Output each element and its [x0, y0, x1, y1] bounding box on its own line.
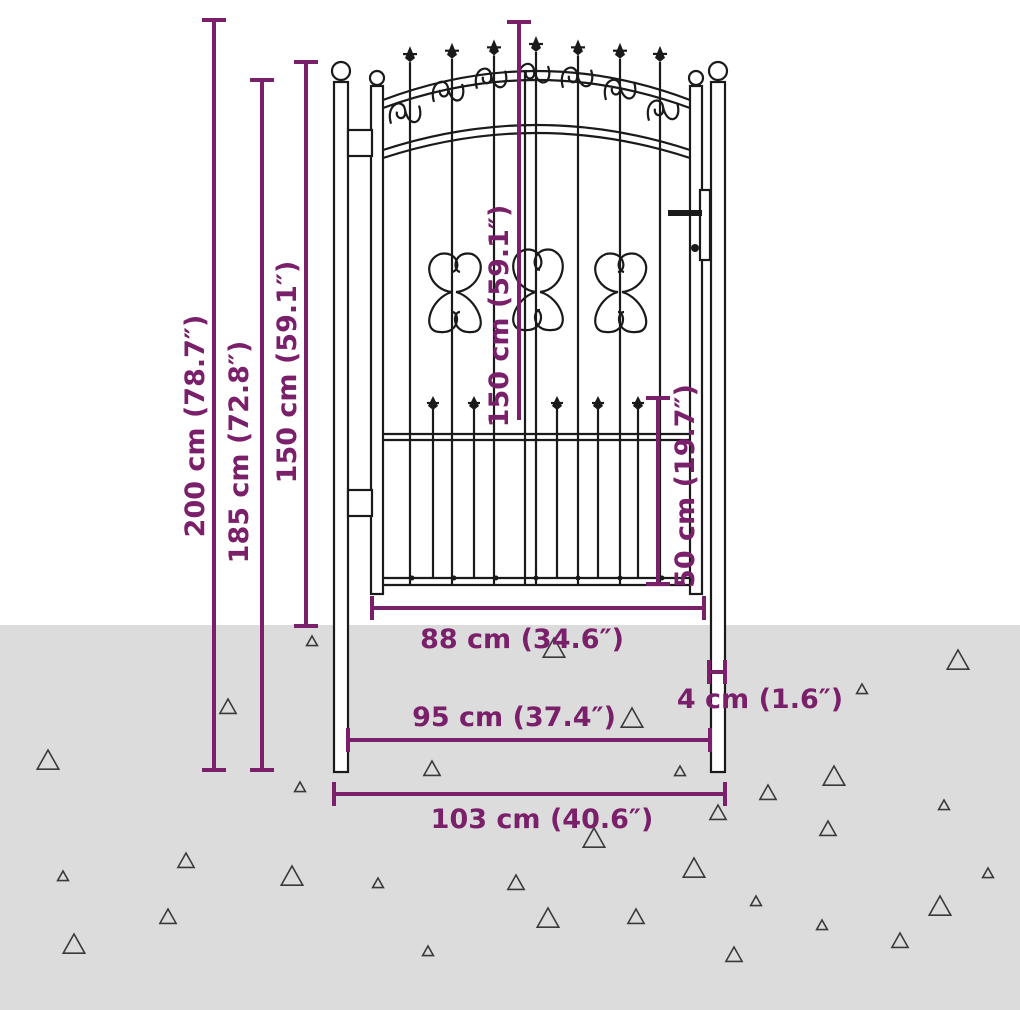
lower-hinge: [346, 488, 374, 518]
label-opening-width: 95 cm (37.4″): [412, 702, 616, 733]
right-post-finial: [707, 60, 729, 82]
label-side-height: 150 cm (59.1″): [272, 261, 303, 484]
label-lower-height: 50 cm (19.7″): [670, 384, 701, 588]
keyhole: [691, 244, 699, 252]
middle-scrollwork: [428, 248, 648, 334]
label-post-width: 4 cm (1.6″): [677, 684, 843, 715]
label-gate-height: 185 cm (72.8″): [224, 341, 255, 564]
ground-pebbles: [35, 634, 995, 963]
label-total-height: 200 cm (78.7″): [180, 315, 211, 538]
gate-right-stile-ball: [687, 69, 705, 87]
upper-hinge: [346, 128, 374, 158]
arch-scrollwork: [388, 62, 680, 124]
right-post: [709, 80, 727, 774]
gate-bars: [403, 36, 667, 585]
dimension-lines: [202, 18, 727, 806]
left-post-finial: [330, 60, 352, 82]
gate-illustration: [330, 36, 729, 774]
label-overall-width: 103 cm (40.6″): [431, 804, 654, 835]
door-handle: [668, 210, 702, 216]
label-gate-width: 88 cm (34.6″): [420, 624, 624, 655]
label-center-height: 150 cm (59.1″): [484, 205, 515, 428]
gate-left-stile-ball: [368, 69, 386, 87]
gate-left-stile: [369, 84, 385, 596]
lock-box: [698, 188, 712, 262]
left-post: [332, 80, 350, 774]
ground-area: [0, 625, 1020, 1010]
